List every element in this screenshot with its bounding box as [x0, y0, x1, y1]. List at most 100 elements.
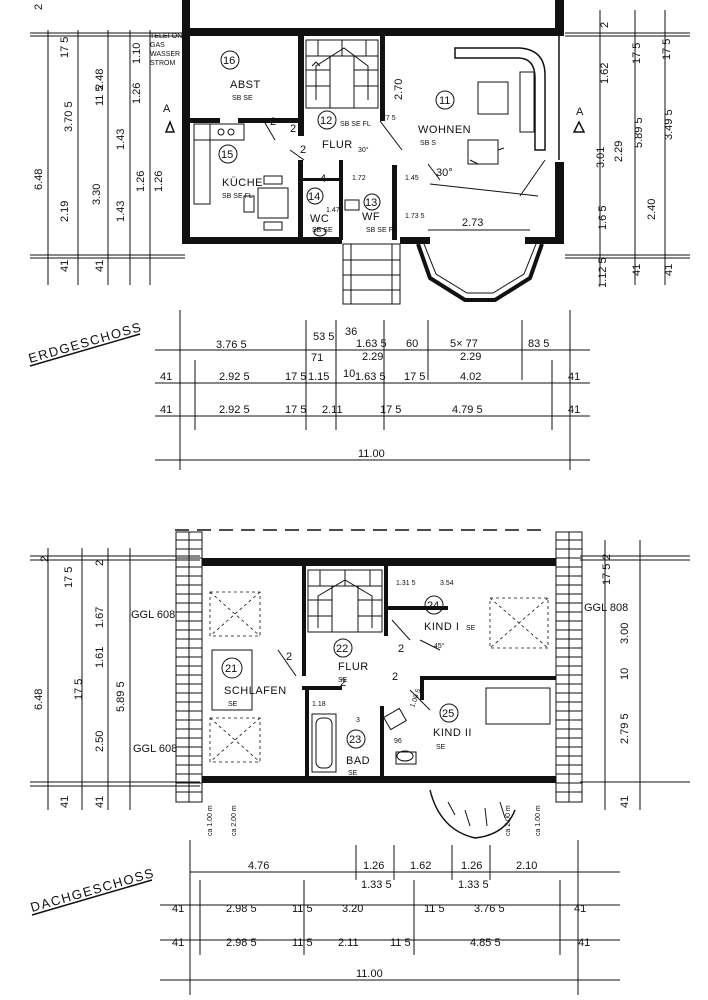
svg-text:1.62: 1.62 — [410, 860, 431, 872]
svg-text:41: 41 — [574, 903, 586, 915]
room-code: SB SE FL — [366, 227, 397, 234]
svg-text:3.30: 3.30 — [91, 184, 103, 205]
room-name: FLUR — [322, 139, 353, 151]
svg-text:25: 25 — [442, 708, 454, 720]
svg-text:2: 2 — [392, 671, 398, 683]
room-name: ABST — [230, 79, 261, 91]
skylight-label: GGL 608 — [131, 609, 175, 621]
svg-text:3.20: 3.20 — [342, 903, 363, 915]
room-bad: 23 BAD SE — [346, 729, 370, 777]
svg-text:17 5: 17 5 — [404, 371, 425, 383]
svg-text:13: 13 — [365, 197, 377, 209]
svg-text:3.01: 3.01 — [595, 147, 607, 168]
svg-text:23: 23 — [349, 734, 361, 746]
svg-text:41: 41 — [172, 903, 184, 915]
svg-text:1.33 5: 1.33 5 — [361, 879, 392, 891]
svg-text:36: 36 — [345, 326, 357, 338]
svg-text:41: 41 — [568, 371, 580, 383]
room-wohnen: 11 WOHNEN SB S — [418, 90, 471, 147]
svg-text:1.43: 1.43 — [115, 201, 127, 222]
svg-text:1.26: 1.26 — [461, 860, 482, 872]
room-code: SB SE FL — [340, 121, 371, 128]
svg-text:2.19: 2.19 — [59, 201, 71, 222]
svg-text:ca 1.00 m: ca 1.00 m — [207, 805, 214, 836]
skylight-kind-i — [489, 597, 549, 649]
svg-text:2.11: 2.11 — [338, 937, 359, 949]
skylight-label: GGL 808 — [584, 602, 628, 614]
svg-text:10: 10 — [343, 368, 355, 380]
room-name: WF — [362, 211, 380, 223]
room-name: WC — [310, 213, 329, 225]
svg-text:17 5: 17 5 — [631, 43, 643, 64]
room-name: KIND I — [424, 621, 459, 633]
svg-text:2: 2 — [340, 677, 346, 689]
svg-text:1.45: 1.45 — [405, 175, 419, 182]
svg-text:77 5: 77 5 — [382, 115, 396, 122]
svg-text:41: 41 — [94, 260, 106, 272]
svg-text:4: 4 — [320, 173, 326, 185]
svg-text:11 5: 11 5 — [292, 937, 313, 949]
room-name: SCHLAFEN — [224, 685, 287, 697]
svg-text:1.31 5: 1.31 5 — [396, 580, 416, 587]
svg-text:15: 15 — [221, 149, 233, 161]
svg-text:4.85 5: 4.85 5 — [470, 937, 501, 949]
section-marker-label: A — [576, 106, 584, 118]
svg-text:2.40: 2.40 — [646, 199, 658, 220]
dachgeschoss-stair — [307, 569, 383, 633]
room-name: BAD — [346, 755, 370, 767]
wohnen-angle: 30° — [436, 167, 453, 179]
svg-text:3.76 5: 3.76 5 — [474, 903, 505, 915]
svg-text:2: 2 — [94, 560, 106, 566]
svg-text:1.10: 1.10 — [131, 43, 143, 64]
svg-text:6.48: 6.48 — [33, 689, 45, 710]
room-name: FLUR — [338, 661, 369, 673]
svg-text:ca 1.00 m: ca 1.00 m — [535, 805, 542, 836]
svg-text:2.11: 2.11 — [322, 404, 343, 416]
svg-text:45°: 45° — [434, 642, 445, 650]
svg-text:2: 2 — [599, 22, 611, 28]
svg-text:2.92 5: 2.92 5 — [219, 371, 250, 383]
room-code: SE — [436, 744, 446, 751]
room-flur-og: 22 FLUR SE — [333, 638, 369, 684]
svg-text:41: 41 — [568, 404, 580, 416]
svg-text:ca 2.00 m: ca 2.00 m — [231, 805, 238, 836]
dachgeschoss-title: DACHGESCHOSS — [29, 865, 157, 915]
section-marker-right: A — [572, 106, 586, 133]
svg-text:2.98 5: 2.98 5 — [226, 903, 257, 915]
svg-text:2.48: 2.48 — [94, 69, 106, 90]
room-code: SE — [348, 770, 358, 777]
svg-text:2.29: 2.29 — [613, 141, 625, 162]
svg-text:2: 2 — [290, 123, 296, 135]
room-code: SE — [338, 677, 348, 684]
entrance-steps — [342, 243, 401, 305]
svg-text:4.79 5: 4.79 5 — [452, 404, 483, 416]
svg-text:2.10: 2.10 — [516, 860, 537, 872]
svg-text:2: 2 — [33, 4, 45, 10]
svg-text:1.63 5: 1.63 5 — [355, 371, 386, 383]
skylight-schlafen-top — [209, 591, 261, 637]
svg-text:14: 14 — [308, 191, 320, 203]
section-marker-label: A — [163, 103, 171, 115]
svg-text:2.79 5: 2.79 5 — [619, 713, 631, 744]
room-wc: 14 WC SB SE — [306, 187, 333, 234]
svg-text:5.89 5: 5.89 5 — [115, 681, 127, 712]
svg-text:2.70: 2.70 — [393, 79, 405, 100]
svg-text:1.6 5: 1.6 5 — [597, 206, 609, 230]
exterior-spiral-stair — [429, 789, 516, 839]
svg-text:ca 2.00 m: ca 2.00 m — [505, 805, 512, 836]
svg-text:41: 41 — [160, 371, 172, 383]
skylight-schlafen-bottom — [209, 717, 261, 763]
svg-text:3.49 5: 3.49 5 — [663, 109, 675, 140]
svg-text:41: 41 — [172, 937, 184, 949]
svg-text:22: 22 — [336, 643, 348, 655]
svg-text:17 5: 17 5 — [59, 37, 71, 58]
svg-text:11.00: 11.00 — [356, 968, 383, 980]
svg-text:41: 41 — [160, 404, 172, 416]
dachgeschoss-dimension-chains — [160, 840, 620, 995]
svg-text:1.26: 1.26 — [153, 171, 165, 192]
room-code: SE — [228, 701, 238, 708]
svg-text:83 5: 83 5 — [528, 338, 549, 350]
svg-text:4.02: 4.02 — [460, 371, 481, 383]
svg-text:11.00: 11.00 — [358, 448, 385, 460]
